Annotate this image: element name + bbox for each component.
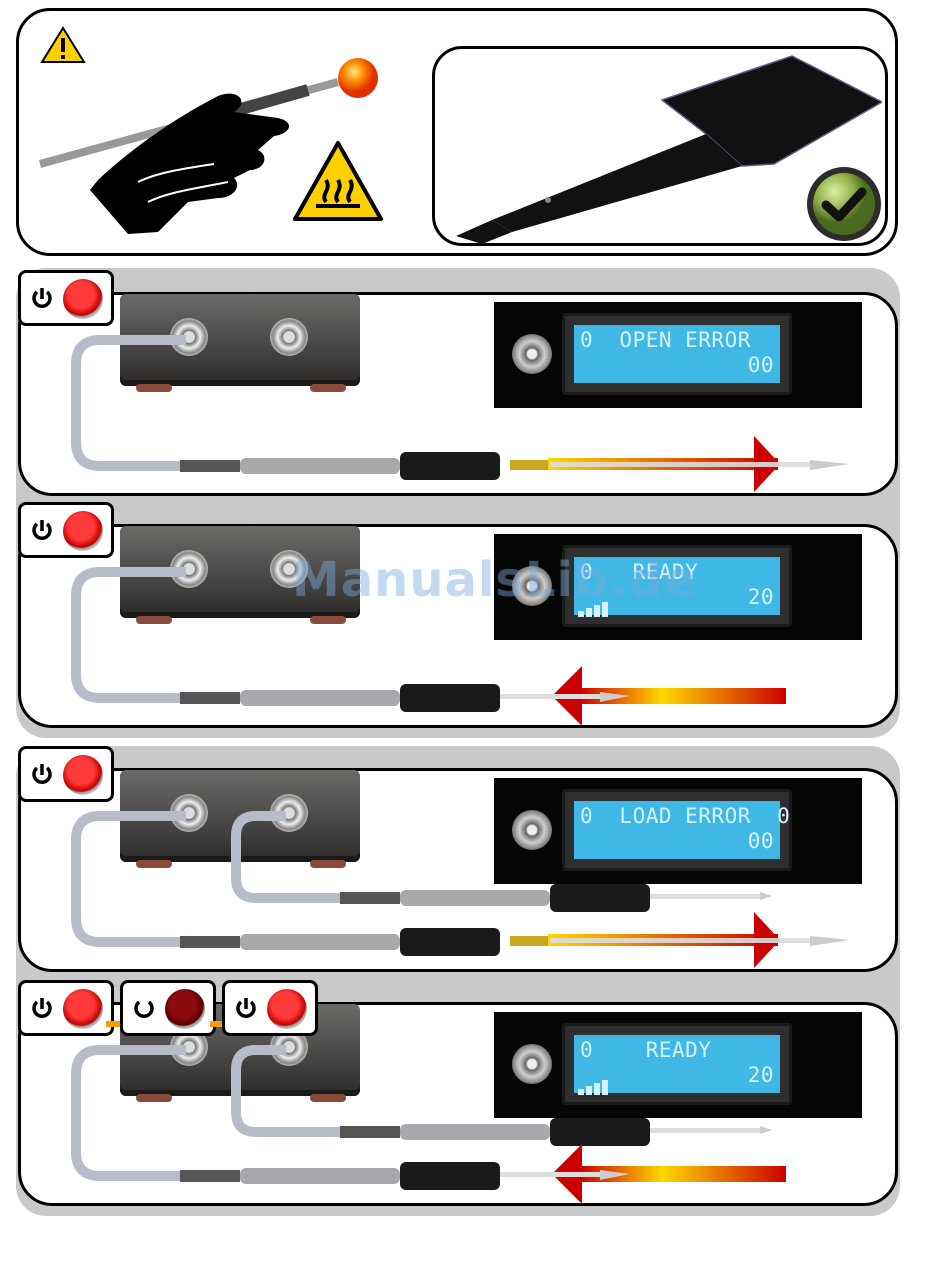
lcd-power-bars <box>578 1071 610 1095</box>
lcd-line-1: 0 OPEN ERROR <box>580 328 751 352</box>
station-display-1: 0 OPEN ERROR 00 <box>494 302 862 408</box>
power-switch-box <box>18 746 114 802</box>
power-switch-box <box>18 502 114 558</box>
power-switch-box-standby <box>120 980 216 1036</box>
power-button[interactable] <box>63 989 103 1029</box>
selector-knob[interactable] <box>512 810 552 850</box>
station-display-3: 0 LOAD ERROR 0 00 <box>494 778 862 884</box>
hot-surface-icon <box>292 140 384 222</box>
power-button[interactable] <box>63 511 103 551</box>
power-icon <box>233 995 259 1021</box>
power-icon <box>29 285 55 311</box>
power-icon <box>29 517 55 543</box>
selector-knob[interactable] <box>512 334 552 374</box>
power-button-off[interactable] <box>165 989 205 1029</box>
power-button[interactable] <box>63 755 103 795</box>
lcd-screen: 0 LOAD ERROR 0 00 <box>574 801 780 859</box>
power-button[interactable] <box>267 989 307 1029</box>
power-switch-box-on <box>222 980 318 1036</box>
lcd-line-2: 20 <box>748 585 774 609</box>
watermark: ManualsLib.de <box>292 552 697 608</box>
power-switch-box-on <box>18 980 114 1036</box>
power-icon <box>29 995 55 1021</box>
power-icon <box>29 761 55 787</box>
lcd-line-2: 00 <box>748 829 774 853</box>
power-switch-box <box>18 270 114 326</box>
lcd-line-2: 20 <box>748 1063 774 1087</box>
lcd-line-1: 0 READY <box>580 1038 711 1062</box>
lcd-line-1: 0 LOAD ERROR 0 <box>580 804 790 828</box>
selector-knob[interactable] <box>512 1044 552 1084</box>
lcd-line-2: 00 <box>748 353 774 377</box>
station-display-4: 0 READY 20 <box>494 1012 862 1118</box>
standby-icon <box>131 995 157 1021</box>
power-button[interactable] <box>63 279 103 319</box>
check-icon <box>804 164 884 244</box>
lcd-screen: 0 OPEN ERROR 00 <box>574 325 780 383</box>
lcd-screen: 0 READY 20 <box>574 1035 780 1093</box>
